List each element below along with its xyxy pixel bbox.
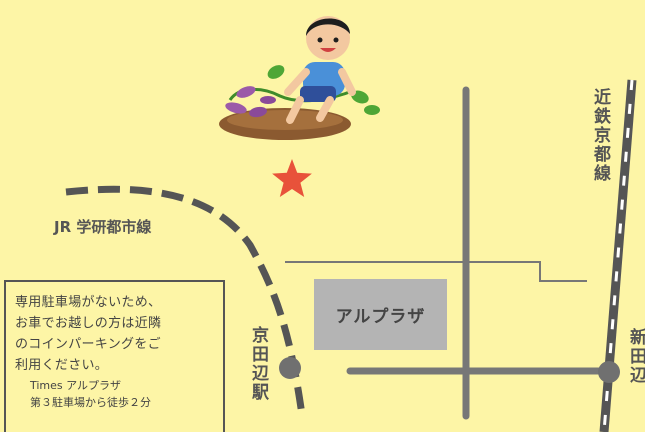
jr-line-label: JR 学研都市線 xyxy=(53,218,151,236)
roads xyxy=(285,86,614,420)
jr-gakkentoshi-line xyxy=(65,185,306,416)
star-marker-icon xyxy=(272,159,312,197)
boy-pulling-sweet-potato-icon xyxy=(219,16,380,140)
kintetsu-line-label: 近鉄京都線 xyxy=(590,87,612,183)
parking-note-line: お車でお越しの方は近隣 xyxy=(15,316,162,331)
kyotanabe-station-marker xyxy=(279,357,301,379)
thin-road xyxy=(285,261,587,282)
parking-note-line: 利用ください。 xyxy=(15,358,109,373)
parking-note-line: 専用駐車場がないため、 xyxy=(15,295,162,310)
parking-sub-line: Times アルプラザ xyxy=(30,379,122,392)
parking-sub-line: 第３駐車場から徒歩２分 xyxy=(30,396,151,409)
shintanabe-station-label: 新田辺 xyxy=(626,327,645,385)
kyotanabe-station-label: 京田辺駅 xyxy=(248,325,270,402)
alplaza-building: アルプラザ xyxy=(314,279,447,350)
parking-note-line: のコインパーキングをご xyxy=(15,337,161,352)
shintanabe-station-marker xyxy=(598,361,620,383)
parking-note: 専用駐車場がないため、 お車でお越しの方は近隣 のコインパーキングをご 利用くだ… xyxy=(4,280,225,432)
alplaza-label: アルプラザ xyxy=(335,307,426,327)
